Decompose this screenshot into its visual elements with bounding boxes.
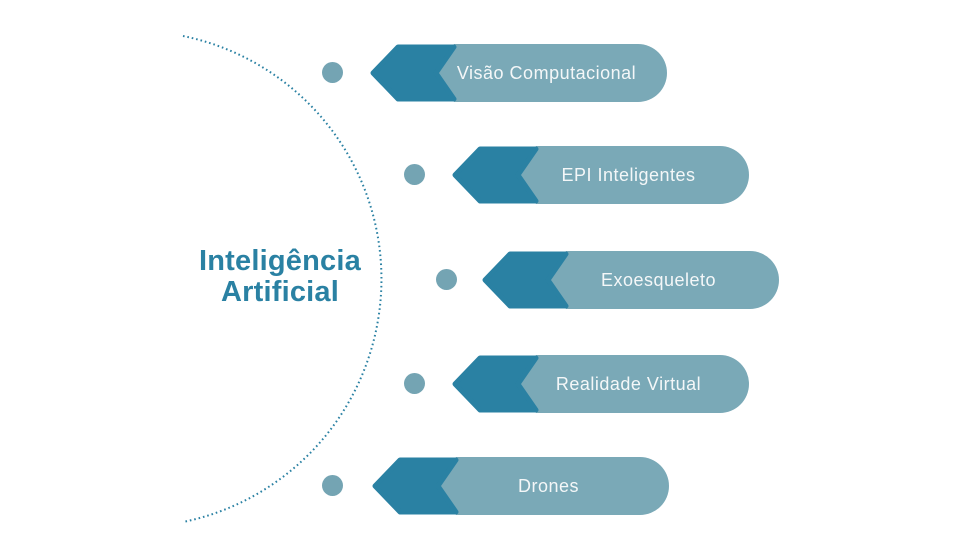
branch-label: Visão Computacional <box>456 63 637 83</box>
branch-item-visao-computacional: Visão Computacional <box>370 44 667 102</box>
branch-label: Realidade Virtual <box>555 374 702 394</box>
bullet-dot <box>404 373 425 394</box>
pill-shape <box>438 457 669 515</box>
bullet-dot <box>436 269 457 290</box>
bullet-dot <box>322 475 343 496</box>
branch-item-drones: Drones <box>372 457 669 515</box>
arrow-left-icon <box>482 251 569 309</box>
pill-shape <box>518 355 749 413</box>
branch-item-realidade-virtual: Realidade Virtual <box>452 355 749 413</box>
branch-label: Drones <box>517 476 580 496</box>
bullet-dot <box>404 164 425 185</box>
branch-label: EPI Inteligentes <box>561 165 696 185</box>
pill-shape <box>548 251 779 309</box>
arrow-left-icon <box>452 146 539 204</box>
arrow-left-icon <box>372 457 459 515</box>
center-title: Inteligência Artificial <box>199 245 361 308</box>
arrow-left-icon <box>370 44 457 102</box>
branch-item-epi-inteligentes: EPI Inteligentes <box>452 146 749 204</box>
pill-shape <box>436 44 667 102</box>
arrow-left-icon <box>452 355 539 413</box>
branch-label: Exoesqueleto <box>600 270 717 290</box>
bullet-dot <box>322 62 343 83</box>
branch-item-exoesqueleto: Exoesqueleto <box>482 251 779 309</box>
pill-shape <box>518 146 749 204</box>
